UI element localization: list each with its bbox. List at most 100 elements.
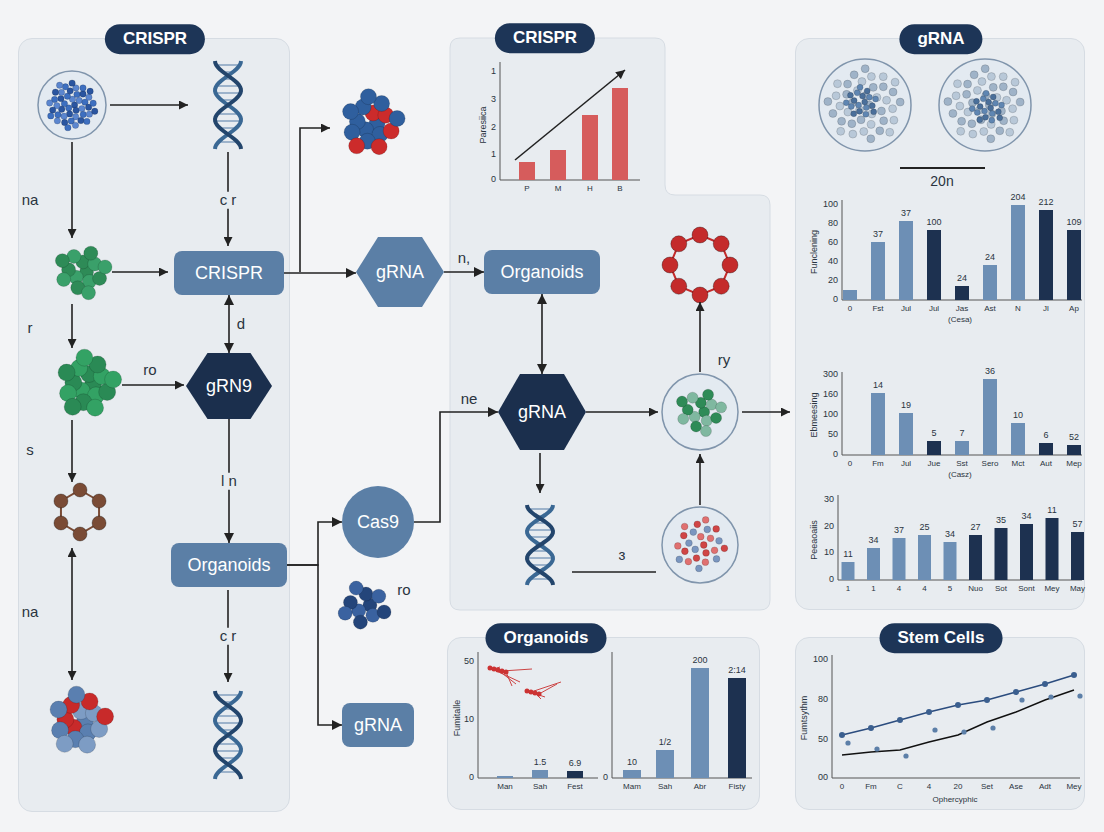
connector-arrow (287, 522, 342, 565)
arrow-line (586, 411, 658, 413)
bar (567, 771, 583, 778)
arrow-line (71, 420, 73, 482)
edge-label: ne (461, 391, 478, 408)
connector-arrow (541, 294, 543, 374)
molecule (50, 686, 114, 753)
arrow-line (699, 302, 701, 372)
arrow-label: ro (143, 362, 156, 379)
bar (612, 88, 628, 180)
tick-label: 30 (824, 495, 834, 505)
node-label: gRNA (354, 715, 402, 736)
tick-label: 0 (833, 450, 838, 460)
bar (842, 562, 855, 580)
scale-bar (900, 167, 985, 169)
value-label: 2:14 (728, 666, 746, 676)
bar (871, 242, 885, 300)
molecule (674, 516, 727, 571)
tick-label: Fest (567, 783, 583, 792)
arrow-label: na (22, 604, 39, 621)
bar (623, 770, 641, 778)
tick-label: 0 (829, 575, 834, 585)
value-label: 6 (1043, 431, 1048, 441)
bar-chart (838, 495, 1084, 580)
value-label: 34 (945, 530, 955, 540)
tick-label: Mey (1044, 585, 1059, 594)
scatter-plot (488, 666, 562, 700)
bar (969, 535, 982, 580)
tick-label: 4 (897, 585, 901, 594)
arrow-line (300, 128, 330, 272)
value-label: 34 (868, 536, 878, 546)
arrow-line (71, 548, 73, 680)
arrow-line (572, 571, 656, 573)
tick-label: 20 (824, 522, 834, 532)
bar (519, 162, 535, 180)
tick-label: Aut (1040, 460, 1052, 469)
tick-label: N (1015, 305, 1021, 314)
tick-label: Jue (928, 460, 941, 469)
tick-label: 1 (846, 585, 850, 594)
cell (662, 374, 738, 450)
tick-label: 160 (823, 390, 838, 400)
heading-pill: gRNA (899, 24, 982, 54)
tick-label: 300 (823, 370, 838, 380)
tick-label: 50 (818, 735, 828, 745)
arrow-label: s (26, 442, 34, 459)
tick-label: 0 (848, 460, 852, 469)
tick-label: 100 (823, 410, 838, 420)
axis-title: Fumitalle (453, 700, 463, 737)
axis-title: Ebmeesing (810, 392, 820, 437)
bar (955, 286, 969, 300)
arrow-line (699, 454, 701, 505)
panel: CRISPRCRISPRgRN9Organoids (18, 38, 290, 812)
nucleus (46, 80, 98, 131)
tick-label: Mam (623, 783, 641, 792)
process-box: Organoids (171, 543, 287, 587)
bar (1067, 445, 1081, 455)
value-label: 100 (926, 218, 941, 228)
tick-label: 10 (464, 715, 474, 725)
bar (532, 770, 548, 778)
bar (582, 115, 598, 180)
edge-label: d (237, 316, 245, 333)
value-label: 1/2 (659, 738, 672, 748)
value-label: 35 (996, 516, 1006, 526)
value-label: 204 (1010, 193, 1025, 203)
arrow-line (122, 384, 184, 386)
tick-label: 1 (871, 585, 875, 594)
heading-pill: CRISPR (105, 24, 205, 54)
tick-label: Ap (1069, 305, 1079, 314)
nucleus (969, 90, 1004, 123)
bar (1071, 532, 1084, 580)
node-label: Organoids (187, 555, 270, 576)
arrow-label: ro (397, 582, 410, 599)
tick-label: 0 (491, 175, 496, 185)
bar (918, 535, 931, 580)
bar (927, 230, 941, 300)
molecule (343, 89, 406, 155)
bar (1039, 210, 1053, 300)
tick-label: 80 (818, 695, 828, 705)
bar (995, 528, 1008, 580)
tick-label: 5 (948, 585, 952, 594)
tick-label: Sero (982, 460, 999, 469)
bar (550, 150, 566, 180)
tick-label: 80 (828, 219, 838, 229)
tick-label: 10 (824, 548, 834, 558)
tick-label: H (587, 185, 593, 194)
tick-label: 4 (922, 585, 926, 594)
tick-label: 100 (813, 655, 828, 665)
bar (983, 265, 997, 300)
panel: Organoids (447, 637, 760, 810)
bar (1011, 205, 1025, 300)
tick-label: 4 (927, 783, 931, 792)
molecule (58, 349, 122, 416)
value-label: 24 (985, 253, 995, 263)
tick-label: 50 (464, 657, 474, 667)
bar (927, 441, 941, 455)
arrow-label: c r (217, 628, 240, 645)
value-label: 27 (970, 523, 980, 533)
value-label: 37 (873, 230, 883, 240)
panel-heading: Stem Cells (898, 628, 985, 648)
edge-label: n, (458, 250, 471, 267)
